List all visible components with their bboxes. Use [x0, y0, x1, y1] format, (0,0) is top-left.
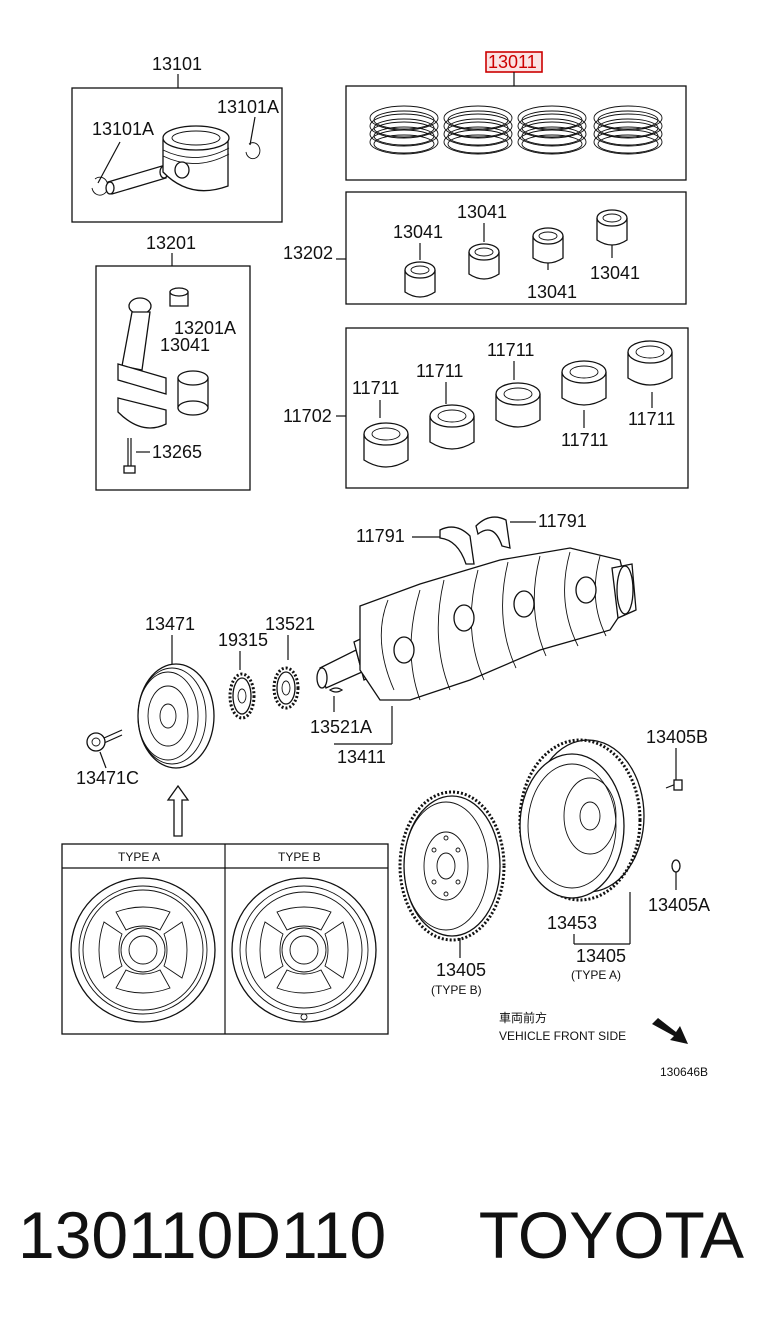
label-13405B[interactable]: 13405B [646, 727, 708, 747]
main-bearing-shell [627, 340, 673, 386]
front-arrow-icon [652, 1018, 688, 1044]
type-b-caption: (TYPE B) [431, 983, 482, 997]
piston-box [71, 87, 283, 223]
label-13041-d[interactable]: 13041 [590, 263, 640, 283]
crank-timing-gear [272, 666, 300, 710]
rod-bearing-shell [468, 243, 500, 280]
main-bearing-shell [363, 422, 409, 468]
label-11702[interactable]: 11702 [283, 406, 332, 426]
label-13201[interactable]: 13201 [146, 233, 196, 253]
type-a-caption: (TYPE A) [571, 968, 621, 982]
conrod-bearing [177, 370, 209, 416]
piston-ring-stack [517, 105, 587, 155]
label-13011[interactable]: 13011 [488, 52, 537, 72]
pulley-type-b [231, 877, 377, 1023]
vehicle-front-indicator: 車両前方 VEHICLE FRONT SIDE 130646B [499, 1010, 708, 1079]
up-arrow-icon [166, 784, 190, 837]
piston-ring-set: 13011 [345, 51, 687, 181]
thrust-washer-left [439, 526, 475, 565]
label-13041-c[interactable]: 13041 [527, 282, 577, 302]
rod-bearing-group [404, 209, 628, 298]
label-13101A-right[interactable]: 13101A [217, 97, 279, 117]
label-13405-b[interactable]: 13405 [436, 960, 486, 980]
flywheel-dowel [671, 859, 681, 873]
conrod-bushing [169, 287, 189, 307]
crank-key [328, 687, 344, 693]
part-number: 130110D110 [18, 1198, 387, 1272]
label-13405A[interactable]: 13405A [648, 895, 710, 915]
conrod-bolt [123, 438, 136, 474]
main-bearing-shell [561, 360, 607, 406]
type-b-header: TYPE B [278, 850, 321, 864]
label-13453[interactable]: 13453 [547, 913, 597, 933]
ring-box [345, 85, 687, 181]
label-13521A[interactable]: 13521A [310, 717, 372, 737]
snap-ring-right [245, 142, 261, 160]
caption-bar: 130110D110 TOYOTA [0, 1190, 760, 1280]
label-11711-d[interactable]: 11711 [561, 430, 608, 450]
rod-bearing-shell [596, 209, 628, 246]
brand-name: TOYOTA [478, 1198, 744, 1272]
label-13411[interactable]: 13411 [337, 747, 386, 767]
flywheel-bolt [665, 779, 683, 791]
rod-bearing-shell [404, 261, 436, 298]
label-11711-a[interactable]: 11711 [352, 378, 399, 398]
drive-plate-type-b: 13405 (TYPE B) [398, 790, 506, 997]
label-13521[interactable]: 13521 [265, 614, 315, 634]
connecting-rod [117, 297, 167, 429]
rod-bearing-shell [532, 227, 564, 264]
thrust-washer-right [475, 516, 511, 549]
piston-group: 13101 13101A 13101A [71, 54, 283, 223]
label-11791-left[interactable]: 11791 [356, 526, 405, 546]
label-13405-a[interactable]: 13405 [576, 946, 626, 966]
rod-bearing-box [345, 191, 687, 305]
front-label-jp: 車両前方 [499, 1010, 547, 1025]
rod-bearing-set: 13202 13041 13041 13041 13041 [283, 191, 687, 305]
label-13201A[interactable]: 13201A [174, 318, 236, 338]
crankshaft: 13521A 13411 [310, 547, 637, 767]
label-13265[interactable]: 13265 [152, 442, 202, 462]
label-11711-e[interactable]: 11711 [628, 409, 675, 429]
main-bearing-set: 11702 11711 11711 11711 11711 11711 [283, 327, 689, 489]
pulley-bolt [86, 729, 123, 752]
label-13471[interactable]: 13471 [145, 614, 195, 634]
pulley-type-table: TYPE A TYPE B [61, 843, 389, 1035]
piston-ring-stack [443, 105, 513, 155]
crank-pulley [137, 663, 215, 769]
main-bearing-box [345, 327, 689, 489]
main-bearing-shell [429, 404, 475, 450]
label-11791-right[interactable]: 11791 [538, 511, 587, 531]
label-13041-conrod[interactable]: 13041 [160, 335, 210, 355]
label-13202[interactable]: 13202 [283, 243, 333, 263]
thrust-washers: 11791 11791 [356, 511, 587, 565]
pulley-group: 13471 19315 13521 [76, 614, 315, 837]
diagram-code: 130646B [660, 1065, 708, 1079]
label-13101A-left[interactable]: 13101A [92, 119, 154, 139]
label-13041-a[interactable]: 13041 [393, 222, 443, 242]
label-13101[interactable]: 13101 [152, 54, 202, 74]
ring-stack-group [369, 105, 663, 155]
label-11711-b[interactable]: 11711 [416, 361, 463, 381]
label-13041-b[interactable]: 13041 [457, 202, 507, 222]
flywheel-type-a: 13405B 13405A 13453 13405 (TYPE A) [518, 727, 710, 982]
conrod-group: 13201 13201A 13041 13265 [95, 233, 251, 491]
label-11711-c[interactable]: 11711 [487, 340, 534, 360]
type-a-header: TYPE A [118, 850, 160, 864]
timing-rotor [228, 672, 256, 720]
piston-pin [105, 165, 169, 195]
conrod-box [95, 265, 251, 491]
pulley-type-a [70, 877, 216, 1023]
main-bearing-shell [495, 382, 541, 428]
front-label-en: VEHICLE FRONT SIDE [499, 1029, 626, 1043]
piston-ring-stack [593, 105, 663, 155]
piston [162, 125, 230, 192]
main-bearing-group [363, 340, 673, 468]
label-13471C[interactable]: 13471C [76, 768, 139, 788]
label-19315[interactable]: 19315 [218, 630, 268, 650]
piston-ring-stack [369, 105, 439, 155]
